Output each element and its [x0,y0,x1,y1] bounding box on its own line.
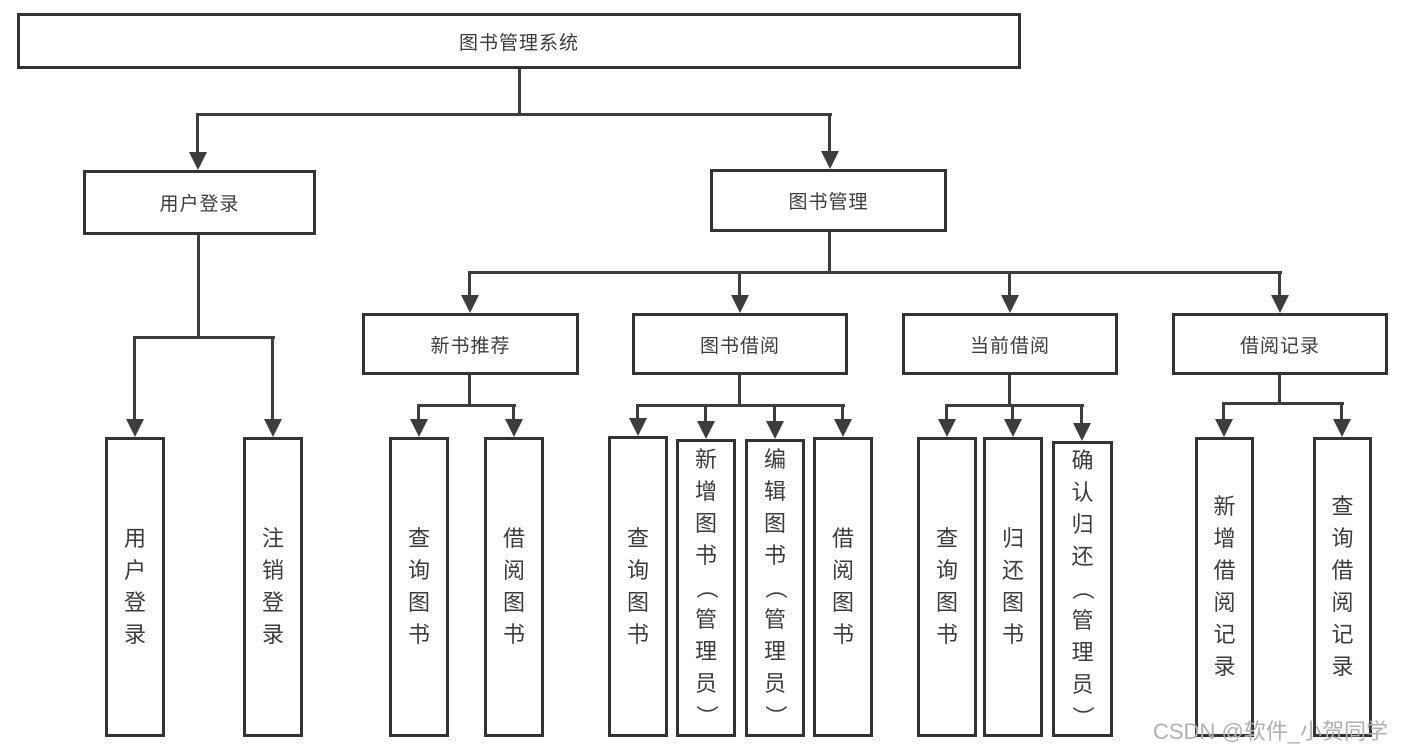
connector-line [1222,402,1225,419]
node-label: 查询图书 [935,526,958,647]
connector-line [1008,375,1011,406]
connector-arrowhead [821,151,839,169]
connector-line [468,271,1282,274]
connector-arrowhead [731,295,749,313]
connector-line [196,113,832,116]
connector-arrowhead [1001,295,1019,313]
node-book-borrowing: 图书借阅 [632,313,848,375]
node-label: 注销登录 [261,526,284,647]
node-label: 新增借阅记录 [1213,494,1236,679]
connector-arrowhead [264,419,282,437]
node-label: 新书推荐 [430,335,511,357]
connector-line [704,404,707,421]
node-label: 查询借阅记录 [1331,494,1354,679]
node-query-book-3: 查询图书 [917,437,977,737]
connector-line [828,232,831,273]
connector-line [945,404,1084,407]
node-query-borrow-record: 查询借阅记录 [1313,437,1372,737]
connector-arrowhead [126,419,144,437]
connector-line [1278,375,1281,404]
node-label: 新增图书（管理员） [693,447,719,728]
connector-line [417,404,420,419]
connector-arrowhead [505,419,523,437]
node-label: 归还图书 [1001,526,1024,647]
node-label: 图书管理系统 [458,32,579,54]
connector-line [468,271,471,295]
node-borrow-book-2: 借阅图书 [813,437,873,737]
connector-line [738,375,741,406]
connector-line [738,271,741,295]
watermark: CSDN @软件_小贺同学 [1153,719,1389,744]
node-add-borrow-record: 新增借阅记录 [1195,437,1254,737]
node-user-login: 用户登录 [105,437,165,737]
connector-line [196,113,199,152]
connector-line [945,404,948,419]
node-edit-book-admin: 编辑图书（管理员） [745,439,805,737]
connector-line [133,336,275,339]
node-label: 图书管理 [788,192,869,213]
connector-arrowhead [1215,419,1233,437]
connector-line [271,336,274,419]
node-label: 查询图书 [626,525,649,647]
connector-arrowhead [461,295,479,313]
node-label: 借阅图书 [831,526,854,647]
connector-line [1278,271,1281,295]
connector-arrowhead [1271,295,1289,313]
node-label: 借阅记录 [1239,335,1320,357]
connector-line [841,404,844,419]
connector-line [1008,271,1011,295]
node-return-book: 归还图书 [983,437,1043,737]
connector-line [1011,404,1014,419]
connector-arrowhead [1073,423,1091,441]
connector-arrowhead [697,421,715,439]
connector-arrowhead [766,421,784,439]
node-label: 图书借阅 [699,335,780,357]
node-user-login-group: 用户登录 [83,170,316,235]
connector-line [197,235,200,338]
node-logout-login: 注销登录 [243,437,303,737]
connector-line [1222,402,1344,405]
connector-line [518,69,521,115]
node-library-system: 图书管理系统 [17,13,1021,69]
node-query-book-2: 查询图书 [608,436,668,737]
node-borrowing-records: 借阅记录 [1172,313,1388,375]
node-query-book-1: 查询图书 [389,437,449,737]
connector-line [133,336,136,419]
node-label: 查询图书 [407,526,430,647]
connector-line [773,404,776,421]
node-add-book-admin: 新增图书（管理员） [676,439,736,737]
connector-line [636,404,845,407]
connector-line [1080,404,1083,423]
connector-arrowhead [1333,419,1351,437]
node-current-borrowing: 当前借阅 [902,313,1118,375]
node-label: 借阅图书 [502,526,525,647]
connector-line [828,113,831,151]
connector-arrowhead [834,419,852,437]
node-label: 确认归还（管理员） [1070,448,1096,729]
node-confirm-return-admin: 确认归还（管理员） [1052,441,1113,737]
connector-arrowhead [938,419,956,437]
node-label: 当前借阅 [969,335,1050,357]
connector-arrowhead [1004,419,1022,437]
node-book-management: 图书管理 [710,169,947,232]
connector-line [512,404,515,419]
connector-line [636,404,639,419]
connector-line [1340,402,1343,419]
connector-arrowhead [629,418,647,436]
node-borrow-book-1: 借阅图书 [484,437,544,737]
node-label: 用户登录 [123,526,146,647]
node-new-book-recommend: 新书推荐 [362,313,579,375]
connector-arrowhead [410,419,428,437]
connector-line [417,404,516,407]
node-label: 编辑图书（管理员） [762,447,788,728]
connector-line [468,375,471,406]
connector-arrowhead [189,152,207,170]
node-label: 用户登录 [159,194,240,215]
